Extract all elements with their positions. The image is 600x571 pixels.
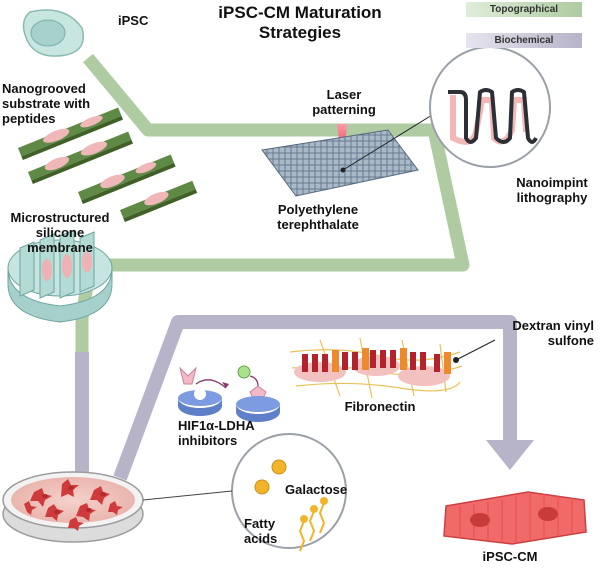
label-fibronectin: Fibronectin (344, 399, 416, 414)
label-nanogrooved: Nanogrooved substrate with peptides (2, 81, 91, 126)
ipsc-cm-cell-icon (443, 491, 587, 545)
enzyme-inhibitor-icon (178, 365, 280, 422)
legend-topographical-label: Topographical (489, 4, 559, 15)
dish-connector (142, 490, 233, 501)
label-pet: Polyethylene terephthalate (277, 202, 359, 232)
petri-dish-icon (2, 471, 144, 543)
diagram-title: iPSC-CM Maturation Strategies (218, 3, 382, 42)
pet-mesh-icon (261, 106, 446, 197)
label-laser: Laser patterning (312, 87, 376, 117)
label-galactose: Galactose (285, 482, 348, 497)
legend-topographical: Topographical (466, 2, 582, 17)
label-fatty: Fatty acids (244, 516, 278, 546)
legend-biochemical: Biochemical (466, 33, 582, 48)
nanogrooved-substrate-icon (17, 107, 198, 223)
label-ipsc: iPSC (118, 13, 149, 28)
fibronectin-fiber-icon (289, 337, 496, 399)
galactose-icon (254, 459, 287, 495)
label-nanoimprint: Nanoimpint lithography (516, 175, 588, 205)
legend-biochemical-label: Biochemical (494, 35, 554, 46)
label-hif: HIF1α-LDHA inhibitors (178, 418, 255, 448)
label-microstructured: Microstructured silicone membrane (10, 210, 110, 255)
nanoimprint-magnifier-icon (429, 46, 551, 168)
arrowhead-to-ipsc-cm (486, 440, 534, 470)
ipsc-cell-icon (22, 9, 84, 57)
label-dextran: Dextran vinyl sulfone (512, 318, 594, 348)
label-ipsc-cm: iPSC-CM (482, 549, 538, 564)
fatty-acid-icon (298, 497, 328, 552)
silicone-membrane-icon (7, 229, 113, 323)
